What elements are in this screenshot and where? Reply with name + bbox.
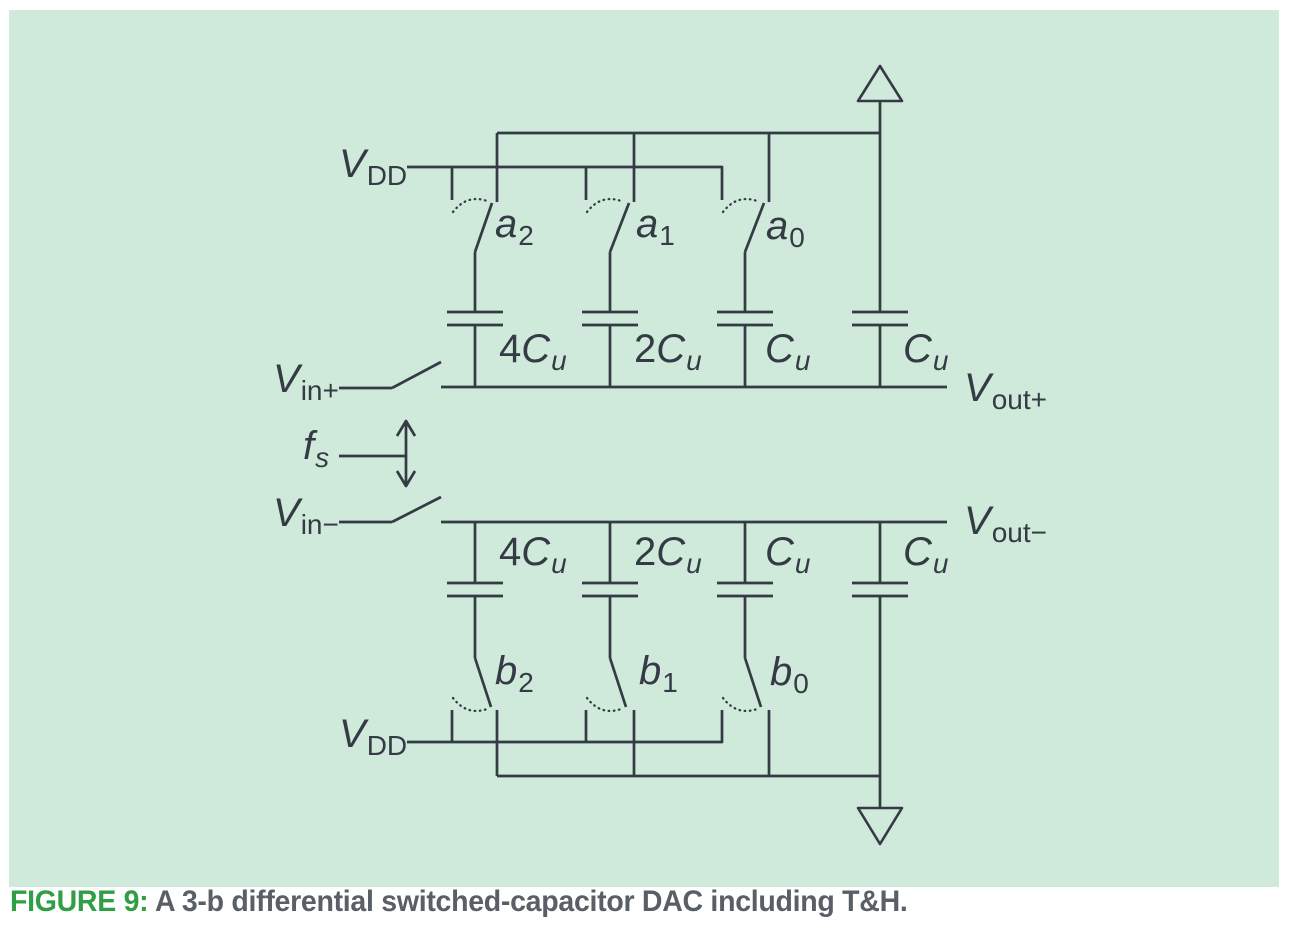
switch-b2-arc xyxy=(451,696,489,713)
label-cap-cu4-top: Cu xyxy=(903,327,949,376)
bottom-cap-links xyxy=(473,522,882,808)
label-cap-cu3-top: Cu xyxy=(765,327,811,376)
switch-b0-lever xyxy=(743,657,763,708)
top-bus xyxy=(495,131,880,202)
switch-a2-lever xyxy=(473,202,494,253)
bottom-vdd-rail xyxy=(407,710,724,744)
label-switch-a1: a1 xyxy=(636,202,675,251)
top-branch xyxy=(339,64,947,390)
label-cap-4cu-bottom: 4Cu xyxy=(499,530,567,579)
switch-a0-arc xyxy=(721,197,759,214)
switch-a0-lever xyxy=(743,202,766,253)
top-cap-links xyxy=(473,252,882,387)
figure-caption-label: FIGURE 9: xyxy=(10,885,149,918)
label-cap-cu4-bottom: Cu xyxy=(903,530,949,579)
capacitor-4cu-bottom xyxy=(447,581,503,598)
label-cap-2cu-top: 2Cu xyxy=(634,327,702,376)
label-switch-a0: a0 xyxy=(766,204,805,253)
capacitor-cu3-bottom xyxy=(717,581,773,598)
sample-clock xyxy=(339,419,417,488)
figure-caption: FIGURE 9: A 3-b differential switched-ca… xyxy=(10,885,908,919)
switch-b1-lever xyxy=(608,657,628,708)
top-vdd-rail xyxy=(407,165,724,200)
sample-clock-arrow-icon xyxy=(395,419,417,488)
label-vout-plus: Vout+ xyxy=(964,366,1047,415)
vin-plus-switch-lever xyxy=(391,360,442,390)
bottom-branch xyxy=(339,495,947,846)
switch-b1-arc xyxy=(585,696,623,713)
switch-a1-lever xyxy=(608,202,631,253)
switch-a2-arc xyxy=(451,197,489,214)
label-vin-plus: Vin+ xyxy=(273,357,339,406)
capacitor-2cu-top xyxy=(582,310,638,327)
label-cap-2cu-bottom: 2Cu xyxy=(634,530,702,579)
label-cap-4cu-top: 4Cu xyxy=(499,327,567,376)
switch-a1-arc xyxy=(585,197,623,214)
vin-minus-switch-lever xyxy=(391,495,442,524)
label-vin-minus: Vin− xyxy=(273,491,339,540)
bottom-bus xyxy=(495,710,880,778)
label-vout-minus: Vout− xyxy=(964,499,1047,548)
label-switch-a2: a2 xyxy=(495,202,534,251)
capacitor-cu4-bottom xyxy=(852,581,908,598)
supply-triangle-icon xyxy=(856,64,904,103)
circuit-schematic xyxy=(339,64,947,846)
switch-b2-lever xyxy=(473,657,493,708)
figure-caption-text: A 3-b differential switched-capacitor DA… xyxy=(154,885,908,918)
ground-triangle-icon xyxy=(856,806,904,846)
label-fs: fs xyxy=(303,424,330,473)
switch-b0-arc xyxy=(721,696,759,713)
label-cap-cu3-bottom: Cu xyxy=(765,530,811,579)
capacitor-cu4-top xyxy=(852,310,908,327)
label-vdd-bottom: VDD xyxy=(339,712,408,761)
label-vdd-top: VDD xyxy=(339,142,408,191)
label-switch-b0: b0 xyxy=(770,650,809,699)
capacitor-4cu-top xyxy=(447,310,503,327)
figure-panel: VDD a2 a1 a0 4Cu 2Cu Cu Cu Vin+ fs Vin− … xyxy=(9,10,1279,887)
label-switch-b2: b2 xyxy=(495,649,534,698)
capacitor-cu3-top xyxy=(717,310,773,327)
capacitor-2cu-bottom xyxy=(582,581,638,598)
label-switch-b1: b1 xyxy=(639,649,678,698)
